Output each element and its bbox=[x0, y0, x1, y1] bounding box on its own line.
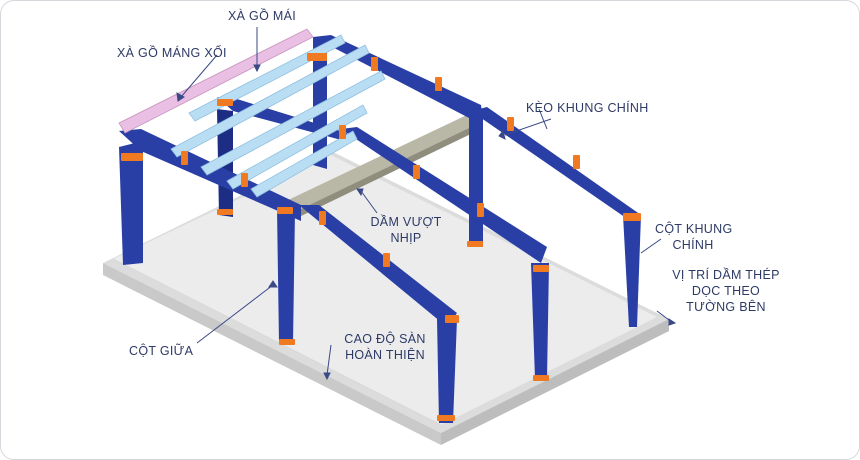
main-rafter-label: KÈO KHUNG CHÍNH bbox=[526, 101, 649, 115]
side-beam-label: VỊ TRÍ DẦM THÉP DỌC THEO TƯỜNG BÊN bbox=[661, 267, 791, 315]
roof-purlins bbox=[170, 34, 386, 198]
side-beam-label-line-2: DỌC THEO bbox=[691, 284, 761, 298]
gutter-purlin bbox=[118, 28, 314, 134]
floor-level-label-line-1: CAO ĐỘ SÀN bbox=[344, 332, 426, 346]
main-column-label-line-2: CHÍNH bbox=[672, 238, 714, 252]
gutter-purlin-label: XÀ GỒ MÁNG XỐI bbox=[117, 46, 227, 60]
main-column-label: CỘT KHUNG CHÍNH bbox=[655, 221, 733, 253]
roof-purlin-label: XÀ GỒ MÁI bbox=[228, 9, 296, 23]
leader-lines bbox=[176, 27, 677, 381]
floor-level-label: CAO ĐỘ SÀN HOÀN THIỆN bbox=[335, 331, 435, 363]
front-frame bbox=[119, 129, 457, 423]
floor-level-label-line-2: HOÀN THIỆN bbox=[345, 348, 425, 362]
concrete-slab bbox=[103, 151, 669, 445]
side-beam-label-line-1: VỊ TRÍ DẦM THÉP bbox=[672, 268, 780, 282]
main-column-label-line-1: CỘT KHUNG bbox=[655, 222, 733, 236]
connection-plates bbox=[121, 53, 641, 421]
span-beam-label-line-2: NHỊP bbox=[390, 231, 422, 245]
span-beam-label: DẦM VƯỢT NHỊP bbox=[369, 214, 443, 246]
side-beam-label-line-3: TƯỜNG BÊN bbox=[686, 300, 766, 314]
span-beam bbox=[286, 113, 477, 217]
middle-column-label: CỘT GIỮA bbox=[129, 344, 194, 358]
span-beam-label-line-1: DẦM VƯỢT bbox=[370, 215, 442, 229]
